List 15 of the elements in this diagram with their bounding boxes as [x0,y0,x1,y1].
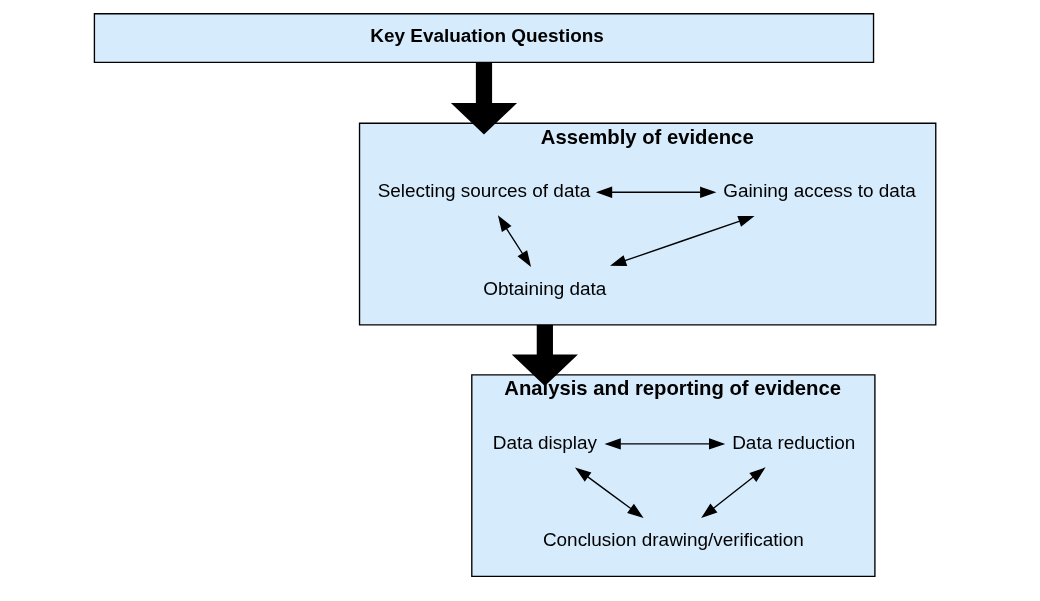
node-text: Data reduction [731,431,855,453]
node-text: Conclusion drawing/verification [542,529,804,551]
node-text: Selecting sources of data [377,180,590,202]
node-text: Data display [492,431,597,453]
arrow [574,467,644,518]
arrow [604,438,725,450]
arrow [609,215,755,266]
node-text: Gaining access to data [722,180,916,202]
node-box: Key Evaluation Questions [93,13,874,64]
node-text: Obtaining data [482,277,606,299]
arrow [595,186,716,198]
arrow [450,62,517,135]
arrow [511,324,578,387]
arrow [700,467,766,519]
arrow [497,215,531,267]
